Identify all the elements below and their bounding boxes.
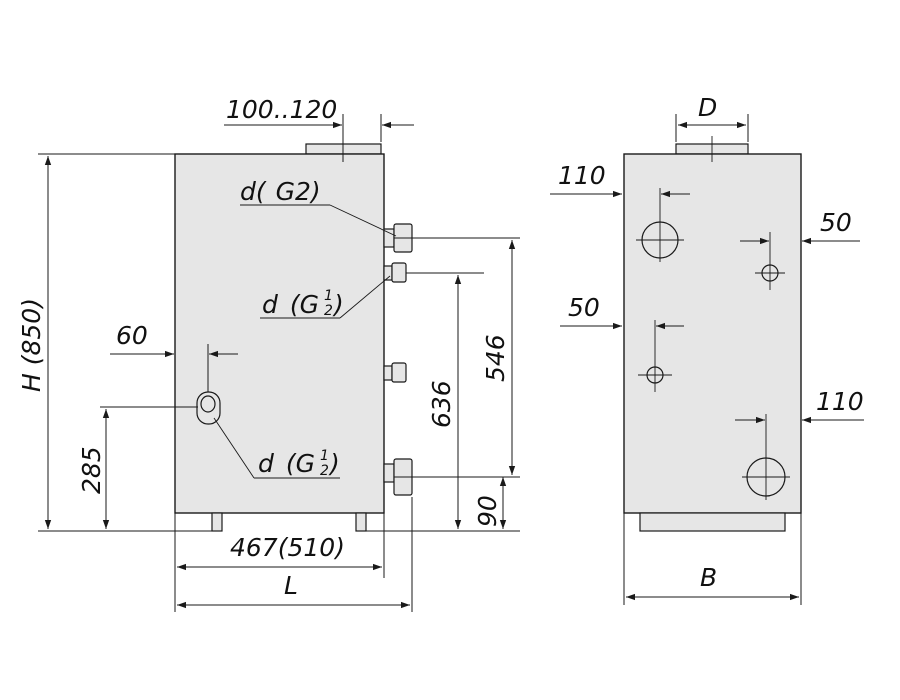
label-low-height: 285 <box>77 446 106 494</box>
label-conn-top: d(G2) <box>240 177 321 206</box>
foot-right <box>355 512 367 532</box>
label-conn-middle: d(G <box>262 290 319 319</box>
dim-diameter: D <box>675 93 749 142</box>
callout-top: d(G2) <box>240 177 397 237</box>
fitting-middle <box>383 362 407 383</box>
fraction-close-bottom: ) <box>328 449 340 478</box>
dim-low-height: 285 <box>77 406 198 529</box>
fitting-top <box>383 223 413 253</box>
foot-left <box>211 512 223 532</box>
fraction-num-bottom: 1 <box>320 448 329 464</box>
dim-height: H (850) <box>17 153 212 532</box>
fraction-num-middle: 1 <box>324 288 333 304</box>
label-body-width: 467(510) <box>230 533 345 562</box>
label-height: H (850) <box>17 298 46 392</box>
label-side-50-right: 50 <box>820 208 852 237</box>
callout-middle: d(G 1 2 ) <box>260 275 391 319</box>
front-port <box>196 391 221 425</box>
side-view <box>623 136 802 532</box>
label-conn-bottom: d(G <box>258 449 315 478</box>
label-546: 546 <box>481 334 510 382</box>
dim-side-110-top: 110 <box>550 161 690 198</box>
label-offset-top: 100..120 <box>226 95 337 124</box>
fraction-den-bottom: 2 <box>320 463 329 479</box>
label-side-110-top: 110 <box>558 161 606 190</box>
label-side-50-left: 50 <box>568 293 600 322</box>
dim-vertical-right: 546 636 90 <box>366 237 520 532</box>
fitting-bottom <box>383 458 413 496</box>
label-side-offset: 60 <box>116 321 148 350</box>
label-diameter: D <box>698 93 717 122</box>
label-depth: B <box>700 563 717 592</box>
front-body <box>174 153 385 514</box>
fraction-close-middle: ) <box>332 290 344 319</box>
side-body <box>623 153 802 514</box>
dim-side-50-left: 50 <box>560 293 684 330</box>
dim-length: L <box>177 497 413 612</box>
label-90: 90 <box>473 495 502 527</box>
label-side-110-bottom: 110 <box>816 387 864 416</box>
label-636: 636 <box>427 380 456 428</box>
fraction-den-middle: 2 <box>324 303 333 319</box>
callout-bottom: d(G 1 2 ) <box>213 417 340 479</box>
label-length: L <box>284 571 298 600</box>
dim-offset-top: 100..120 <box>224 95 414 162</box>
dim-depth: B <box>623 513 802 605</box>
dim-side-110-bottom: 110 <box>735 387 864 424</box>
dim-body-width: 467(510) <box>174 497 385 612</box>
fitting-small <box>383 262 407 283</box>
side-base <box>639 512 786 532</box>
dim-side-50-right: 50 <box>740 208 860 245</box>
dim-side-offset: 60 <box>110 321 238 392</box>
